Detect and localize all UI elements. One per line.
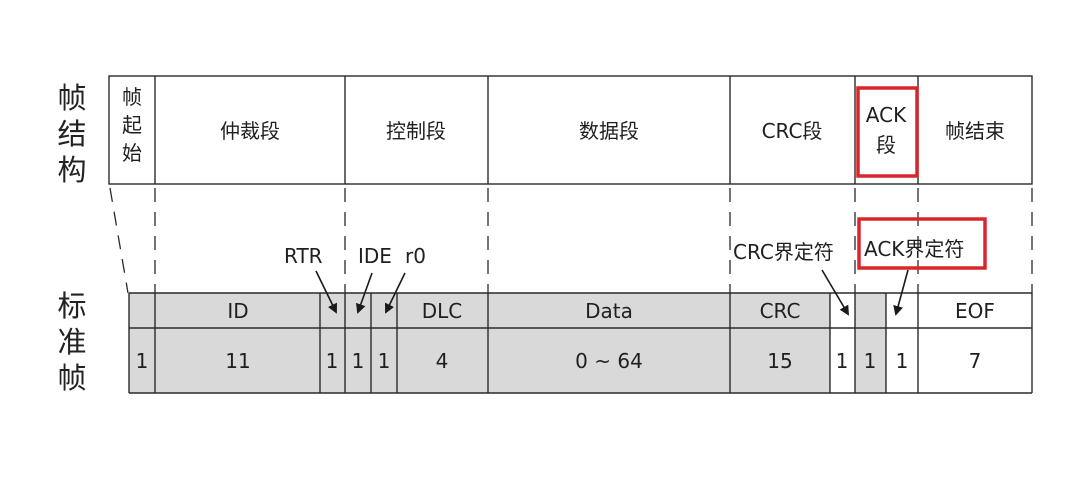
r0-annotation: r0 [405, 244, 426, 268]
ack-delimiter-arrow [893, 269, 909, 316]
segment-sof-label: 帧 [122, 85, 142, 109]
side-char: 准 [57, 325, 87, 359]
side-char: 构 [57, 153, 87, 187]
field-fill [129, 293, 155, 393]
field-fill [345, 293, 371, 393]
segment-arbitration-label: 仲裁段 [220, 119, 280, 143]
ack-delimiter-annotation: ACK界定符 [864, 237, 964, 261]
frame-structure-label: 帧 结 构 [54, 80, 90, 188]
field-fill [371, 293, 397, 393]
bit-length-crc-delimiter: 1 [836, 349, 849, 373]
bit-length-id: 11 [225, 349, 250, 373]
field-annotations: RTR IDE r0 CRC界定符 ACK界定符 [284, 237, 964, 268]
field-dlc-label: DLC [422, 299, 463, 323]
bit-length-crc: 15 [767, 349, 792, 373]
bit-length-data: 0 ~ 64 [575, 349, 643, 373]
ack-segment-highlight [856, 86, 919, 178]
side-char: 标 [57, 289, 87, 323]
field-fill [730, 293, 830, 393]
side-char: 结 [57, 117, 87, 151]
crc-delimiter-annotation: CRC界定符 [733, 240, 834, 264]
field-shading [129, 293, 886, 393]
ide-annotation: IDE [358, 244, 392, 268]
rtr-arrow [315, 270, 337, 314]
bit-length-sof: 1 [136, 349, 149, 373]
field-fill [320, 293, 345, 393]
bit-length-ack-delimiter: 1 [896, 349, 909, 373]
rtr-annotation: RTR [284, 244, 323, 268]
side-char: 帧 [57, 361, 87, 395]
frame-structure-labels: 帧 起 始 仲裁段 控制段 数据段 CRC段 ACK 段 帧结束 [122, 85, 1005, 165]
segment-data-label: 数据段 [579, 119, 639, 143]
r0-arrow [385, 272, 406, 314]
projection-lines [109, 187, 1033, 294]
field-grid [128, 292, 1033, 394]
field-data-label: Data [585, 299, 633, 323]
projection-line [109, 187, 129, 294]
ack-delimiter-highlight [857, 217, 987, 270]
field-eof-label: EOF [955, 299, 995, 323]
segment-sof-label: 起 [122, 113, 142, 137]
segment-ack-label: 段 [876, 133, 896, 157]
ide-arrow [355, 272, 373, 314]
segment-ack-label: ACK [866, 103, 907, 127]
bit-length-ack-slot: 1 [864, 349, 877, 373]
field-id-label: ID [227, 299, 248, 323]
field-fill [488, 293, 730, 393]
bit-length-ide: 1 [352, 349, 365, 373]
segment-eof-label: 帧结束 [945, 119, 1005, 143]
standard-frame-table: ID DLC Data CRC EOF 1 11 1 1 1 4 0 ~ 64 … [128, 292, 1033, 394]
field-fill [397, 293, 488, 393]
field-fill [855, 293, 886, 393]
segment-control-label: 控制段 [386, 119, 446, 143]
field-fill [155, 293, 320, 393]
bit-length-dlc: 4 [436, 349, 449, 373]
field-crc-label: CRC [760, 299, 801, 323]
field-name-row: ID DLC Data CRC EOF [227, 299, 995, 323]
annotation-arrows [315, 269, 909, 316]
crc-delimiter-arrow [821, 269, 850, 316]
bit-length-rtr: 1 [326, 349, 339, 373]
segment-crc-label: CRC段 [762, 119, 823, 143]
side-char: 帧 [57, 81, 87, 115]
standard-frame-label: 标 准 帧 [54, 288, 90, 396]
bit-length-r0: 1 [378, 349, 391, 373]
bit-length-row: 1 11 1 1 1 4 0 ~ 64 15 1 1 1 7 [136, 349, 982, 373]
bit-length-eof: 7 [969, 349, 982, 373]
segment-sof-label: 始 [122, 141, 142, 165]
frame-structure-border [108, 75, 1033, 185]
